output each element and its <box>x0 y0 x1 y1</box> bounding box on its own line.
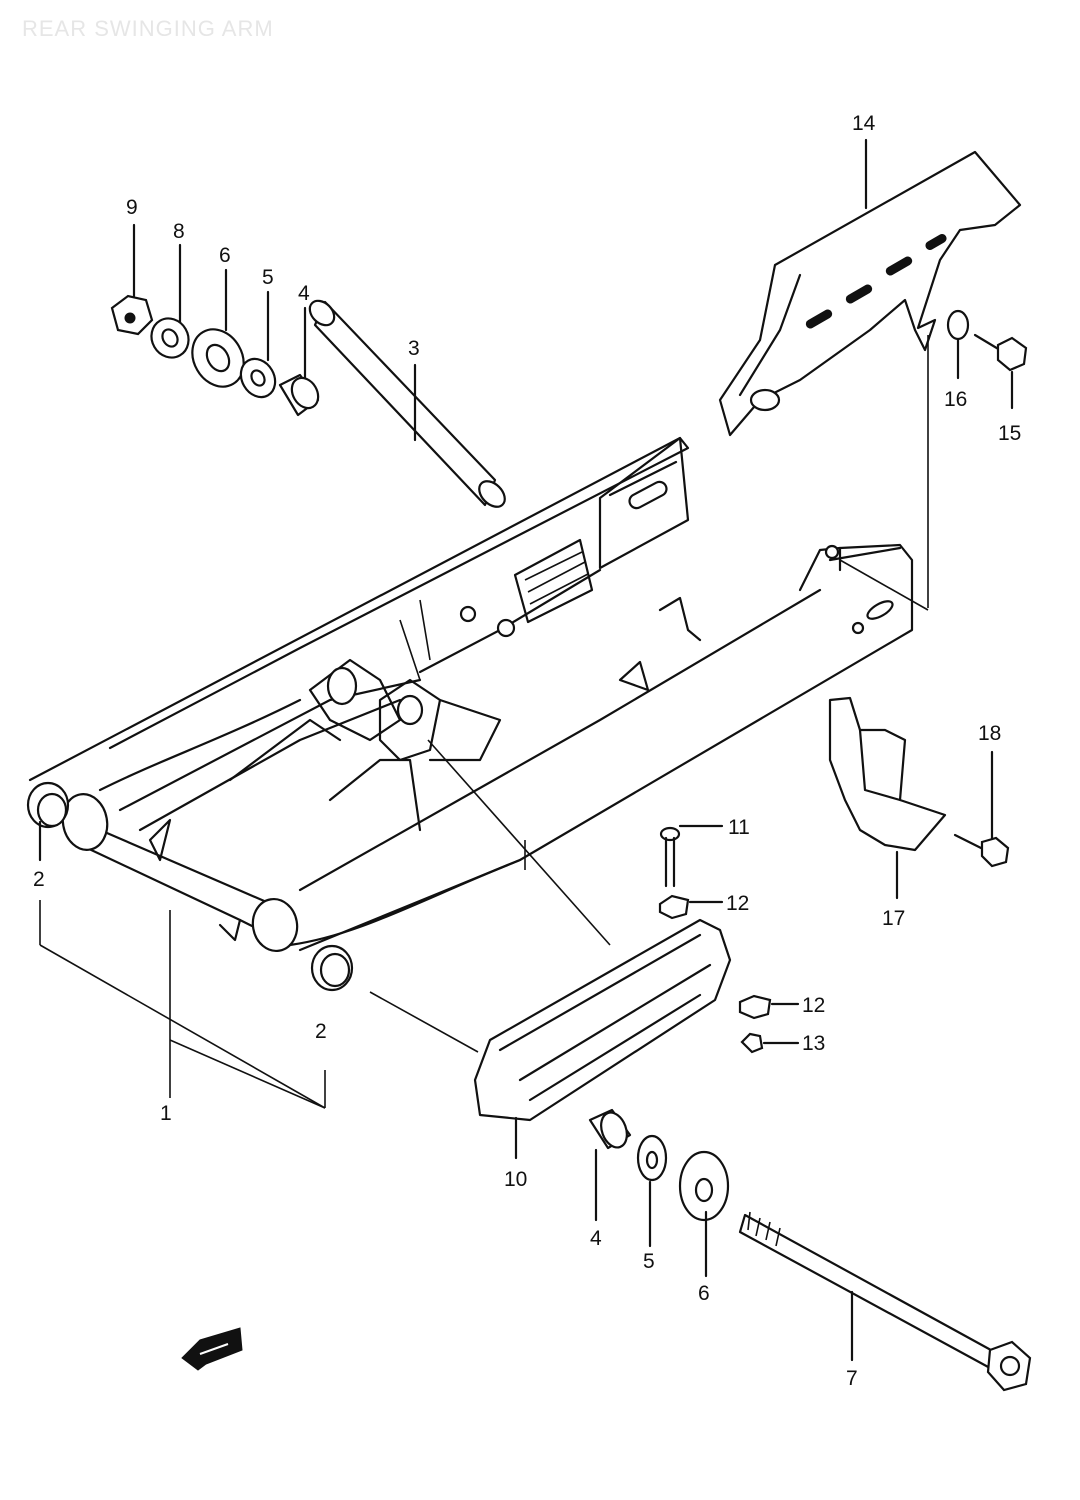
part-4-bushing-bottom <box>588 1108 632 1222</box>
part-6-seal <box>191 268 245 388</box>
part-labels: 9 8 6 5 4 3 14 16 15 18 17 11 12 12 13 2… <box>33 112 1021 1390</box>
part-12-washer-upper <box>658 894 724 920</box>
part-18-bolt <box>953 750 1010 868</box>
part-4-bushing <box>278 306 320 417</box>
part-17-guard <box>828 696 947 900</box>
part-9-nut <box>110 223 154 336</box>
label-12-lower: 12 <box>802 994 825 1017</box>
label-15: 15 <box>998 422 1021 445</box>
label-1: 1 <box>160 1102 172 1125</box>
label-3: 3 <box>408 337 420 360</box>
label-13: 13 <box>802 1032 825 1055</box>
part-8-washer <box>150 243 190 359</box>
part-16-washer <box>946 309 970 380</box>
swing-arm <box>28 436 914 952</box>
label-5-bottom: 5 <box>643 1250 655 1273</box>
part-2-bushing-center <box>310 944 354 992</box>
label-10: 10 <box>504 1168 527 1191</box>
label-12-upper: 12 <box>726 892 749 915</box>
label-17: 17 <box>882 907 905 930</box>
part-14-chain-case <box>718 138 1022 437</box>
part-5-washer-bottom <box>636 1134 668 1248</box>
part-10-chain-guide <box>473 918 732 1160</box>
part-3-pivot-shaft <box>308 299 506 508</box>
leader-lines <box>39 335 929 1109</box>
label-8-top: 8 <box>173 220 185 243</box>
label-2-center: 2 <box>315 1020 327 1043</box>
label-18: 18 <box>978 722 1001 745</box>
label-2-left: 2 <box>33 868 45 891</box>
part-13-nut <box>740 1032 800 1054</box>
part-11-bolt <box>659 824 724 888</box>
part-15-bolt <box>973 333 1028 410</box>
part-6-seal-bottom <box>678 1150 730 1278</box>
label-5-top: 5 <box>262 266 274 289</box>
label-16: 16 <box>944 388 967 411</box>
part-2-bushing-left <box>26 781 70 862</box>
label-4-bottom: 4 <box>590 1227 602 1250</box>
label-7: 7 <box>846 1367 858 1390</box>
label-6-bottom: 6 <box>698 1282 710 1305</box>
label-14: 14 <box>852 112 876 135</box>
label-6-top: 6 <box>219 244 231 267</box>
part-5-washer <box>239 290 277 399</box>
label-11: 11 <box>728 816 750 839</box>
label-4-top: 4 <box>298 282 310 305</box>
diagram-title: REAR SWINGING ARM <box>22 16 274 41</box>
front-direction-arrow <box>181 1327 243 1371</box>
part-7-axle-bolt <box>738 1211 1032 1392</box>
part-12-washer-lower <box>738 994 800 1020</box>
label-9-top: 9 <box>126 196 138 219</box>
